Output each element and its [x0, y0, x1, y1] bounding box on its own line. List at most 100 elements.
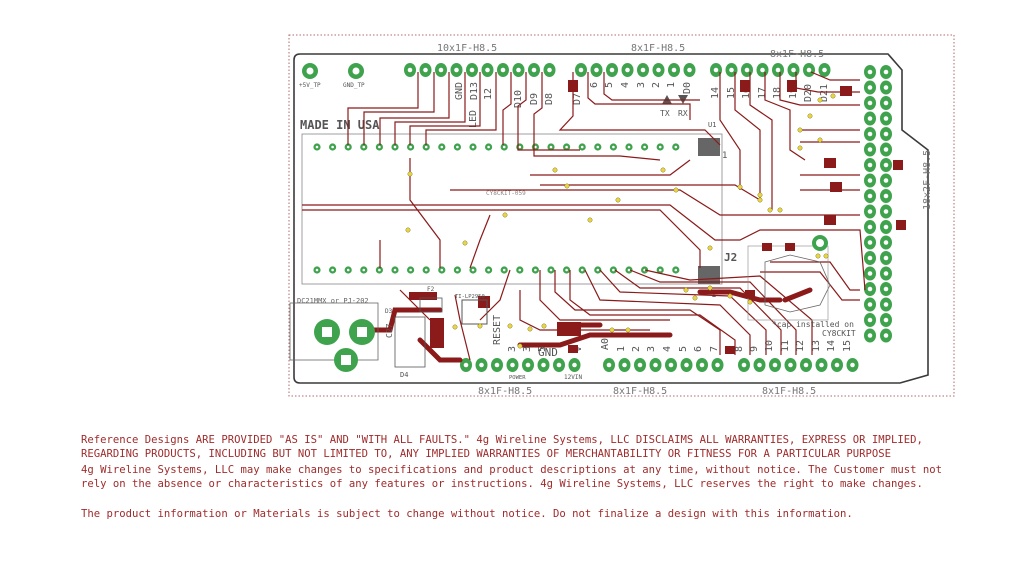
svg-text:3: 3 — [636, 82, 647, 88]
svg-text:3: 3 — [522, 346, 533, 352]
disclaimer-paragraph-1: Reference Designs ARE PROVIDED "AS IS" A… — [81, 433, 1011, 461]
via — [707, 285, 713, 291]
test-point-5v-label: +5V_TP — [299, 82, 321, 89]
smd-parts — [568, 80, 906, 354]
via — [564, 183, 570, 189]
via — [767, 207, 773, 213]
module-bottom-pad-row — [313, 266, 680, 274]
module-outline — [301, 133, 723, 285]
via — [797, 145, 803, 151]
disclaimer-2-line-2: rely on the absence or characteristics o… — [81, 478, 923, 490]
header-label-top-right: 8x1F-H8.5 — [770, 49, 824, 60]
svg-text:4: 4 — [662, 346, 673, 352]
header-label-top-left: 10x1F-H8.5 — [437, 43, 497, 54]
via — [517, 343, 523, 349]
f2-label: F2 — [427, 286, 435, 293]
svg-text:12: 12 — [483, 88, 494, 100]
svg-text:13: 13 — [811, 340, 822, 352]
u1-label: U1 — [708, 121, 716, 129]
via — [737, 184, 743, 190]
via — [673, 187, 679, 193]
j2-label: J2 — [724, 251, 737, 264]
svg-text:10: 10 — [764, 340, 775, 352]
svg-text:17: 17 — [757, 87, 768, 99]
svg-text:D20: D20 — [803, 84, 814, 102]
svg-text:15: 15 — [726, 87, 737, 99]
rx-label: RX — [678, 109, 688, 118]
header-bottom-mid-pads — [603, 358, 724, 372]
c27-label: C27 — [385, 323, 394, 338]
via — [757, 192, 763, 198]
svg-text:7: 7 — [709, 346, 720, 352]
header-label-bottom-mid: 8x1F-H8.5 — [613, 386, 667, 397]
svg-text:14: 14 — [710, 87, 721, 99]
via — [615, 197, 621, 203]
svg-text:11: 11 — [780, 340, 791, 352]
svg-text:9: 9 — [749, 346, 760, 352]
via — [552, 167, 558, 173]
via — [747, 299, 753, 305]
u1-pin1-label: 1 — [722, 151, 727, 161]
via — [507, 323, 513, 329]
board-outline — [293, 53, 929, 384]
cap-note-2: CY8CKIT — [822, 329, 856, 338]
pin-labels-top-mid: D7 6 5 4 3 2 1 D0 — [572, 82, 693, 105]
made-in-usa-label: MADE IN USA — [300, 118, 380, 132]
svg-text:15: 15 — [842, 340, 853, 352]
via — [452, 324, 458, 330]
test-point-gnd-label: GND_TP — [343, 82, 365, 89]
svg-text:14: 14 — [826, 340, 837, 352]
reset-pad — [461, 299, 488, 325]
via — [625, 327, 631, 333]
via — [477, 323, 483, 329]
via — [609, 327, 615, 333]
u1-pin1-pad — [698, 138, 720, 156]
header-right-side-pads — [864, 65, 892, 343]
dc-jack-label: DC21MMX or PJ-202 — [297, 297, 369, 305]
svg-text:D8: D8 — [544, 93, 555, 105]
via — [817, 97, 823, 103]
via — [462, 240, 468, 246]
svg-text:1: 1 — [666, 82, 677, 88]
via — [823, 253, 829, 259]
via — [807, 113, 813, 119]
header-top-left-pads — [404, 63, 556, 77]
j2-pad — [698, 266, 720, 284]
disclaimer-1-line-2: REGARDING PRODUCTS, INCLUDING BUT NOT LI… — [81, 448, 892, 460]
svg-text:LED: LED — [468, 110, 479, 128]
svg-text:3: 3 — [646, 346, 657, 352]
via — [541, 323, 547, 329]
pcb-layout: 10x1F-H8.5 8x1F-H8.5 8x1F-H8.5 8x1F-H8.5… — [288, 34, 955, 397]
d3-label: D3 — [385, 308, 393, 315]
disclaimer-1-line-1: Reference Designs ARE PROVIDED "AS IS" A… — [81, 434, 923, 446]
via — [777, 207, 783, 213]
cap-note: *cap installed on — [772, 320, 854, 329]
pin-labels-top-right: 14 15 16 17 18 19 D20 D21 — [710, 84, 830, 102]
header-label-right-side: 18x2F-H8.5 — [922, 150, 933, 210]
svg-text:D0: D0 — [682, 82, 693, 94]
gnd-bottom-label: GND — [538, 346, 558, 359]
d4-label: D4 — [400, 371, 408, 379]
header-label-bottom-right: 8x1F-H8.5 — [762, 386, 816, 397]
pin-labels-top-left: GND D13 12 LED D10 D9 D8 — [454, 82, 555, 128]
svg-text:3: 3 — [507, 346, 518, 352]
svg-text:8: 8 — [734, 346, 745, 352]
via — [527, 326, 533, 332]
pin-labels-bottom-mid: 1 2 3 4 5 6 7 — [616, 346, 720, 352]
header-top-right-pads — [710, 63, 831, 77]
svg-text:16: 16 — [741, 87, 752, 99]
svg-text:GND: GND — [454, 82, 465, 100]
svg-text:V: V — [573, 346, 584, 352]
c27-outline — [394, 316, 426, 368]
svg-text:18: 18 — [772, 87, 783, 99]
via — [660, 167, 666, 173]
svg-text:19: 19 — [788, 87, 799, 99]
usb-module-outline — [764, 254, 831, 313]
svg-text:2: 2 — [651, 82, 662, 88]
f2-pad — [409, 292, 437, 300]
module-label: CY8CKIT-059 — [486, 190, 526, 197]
cap-pad-a — [557, 322, 581, 336]
disclaimer-paragraph-2: 4g Wireline Systems, LLC may make change… — [81, 463, 1011, 491]
header-bottom-left-pads — [460, 358, 581, 372]
svg-text:2: 2 — [631, 346, 642, 352]
